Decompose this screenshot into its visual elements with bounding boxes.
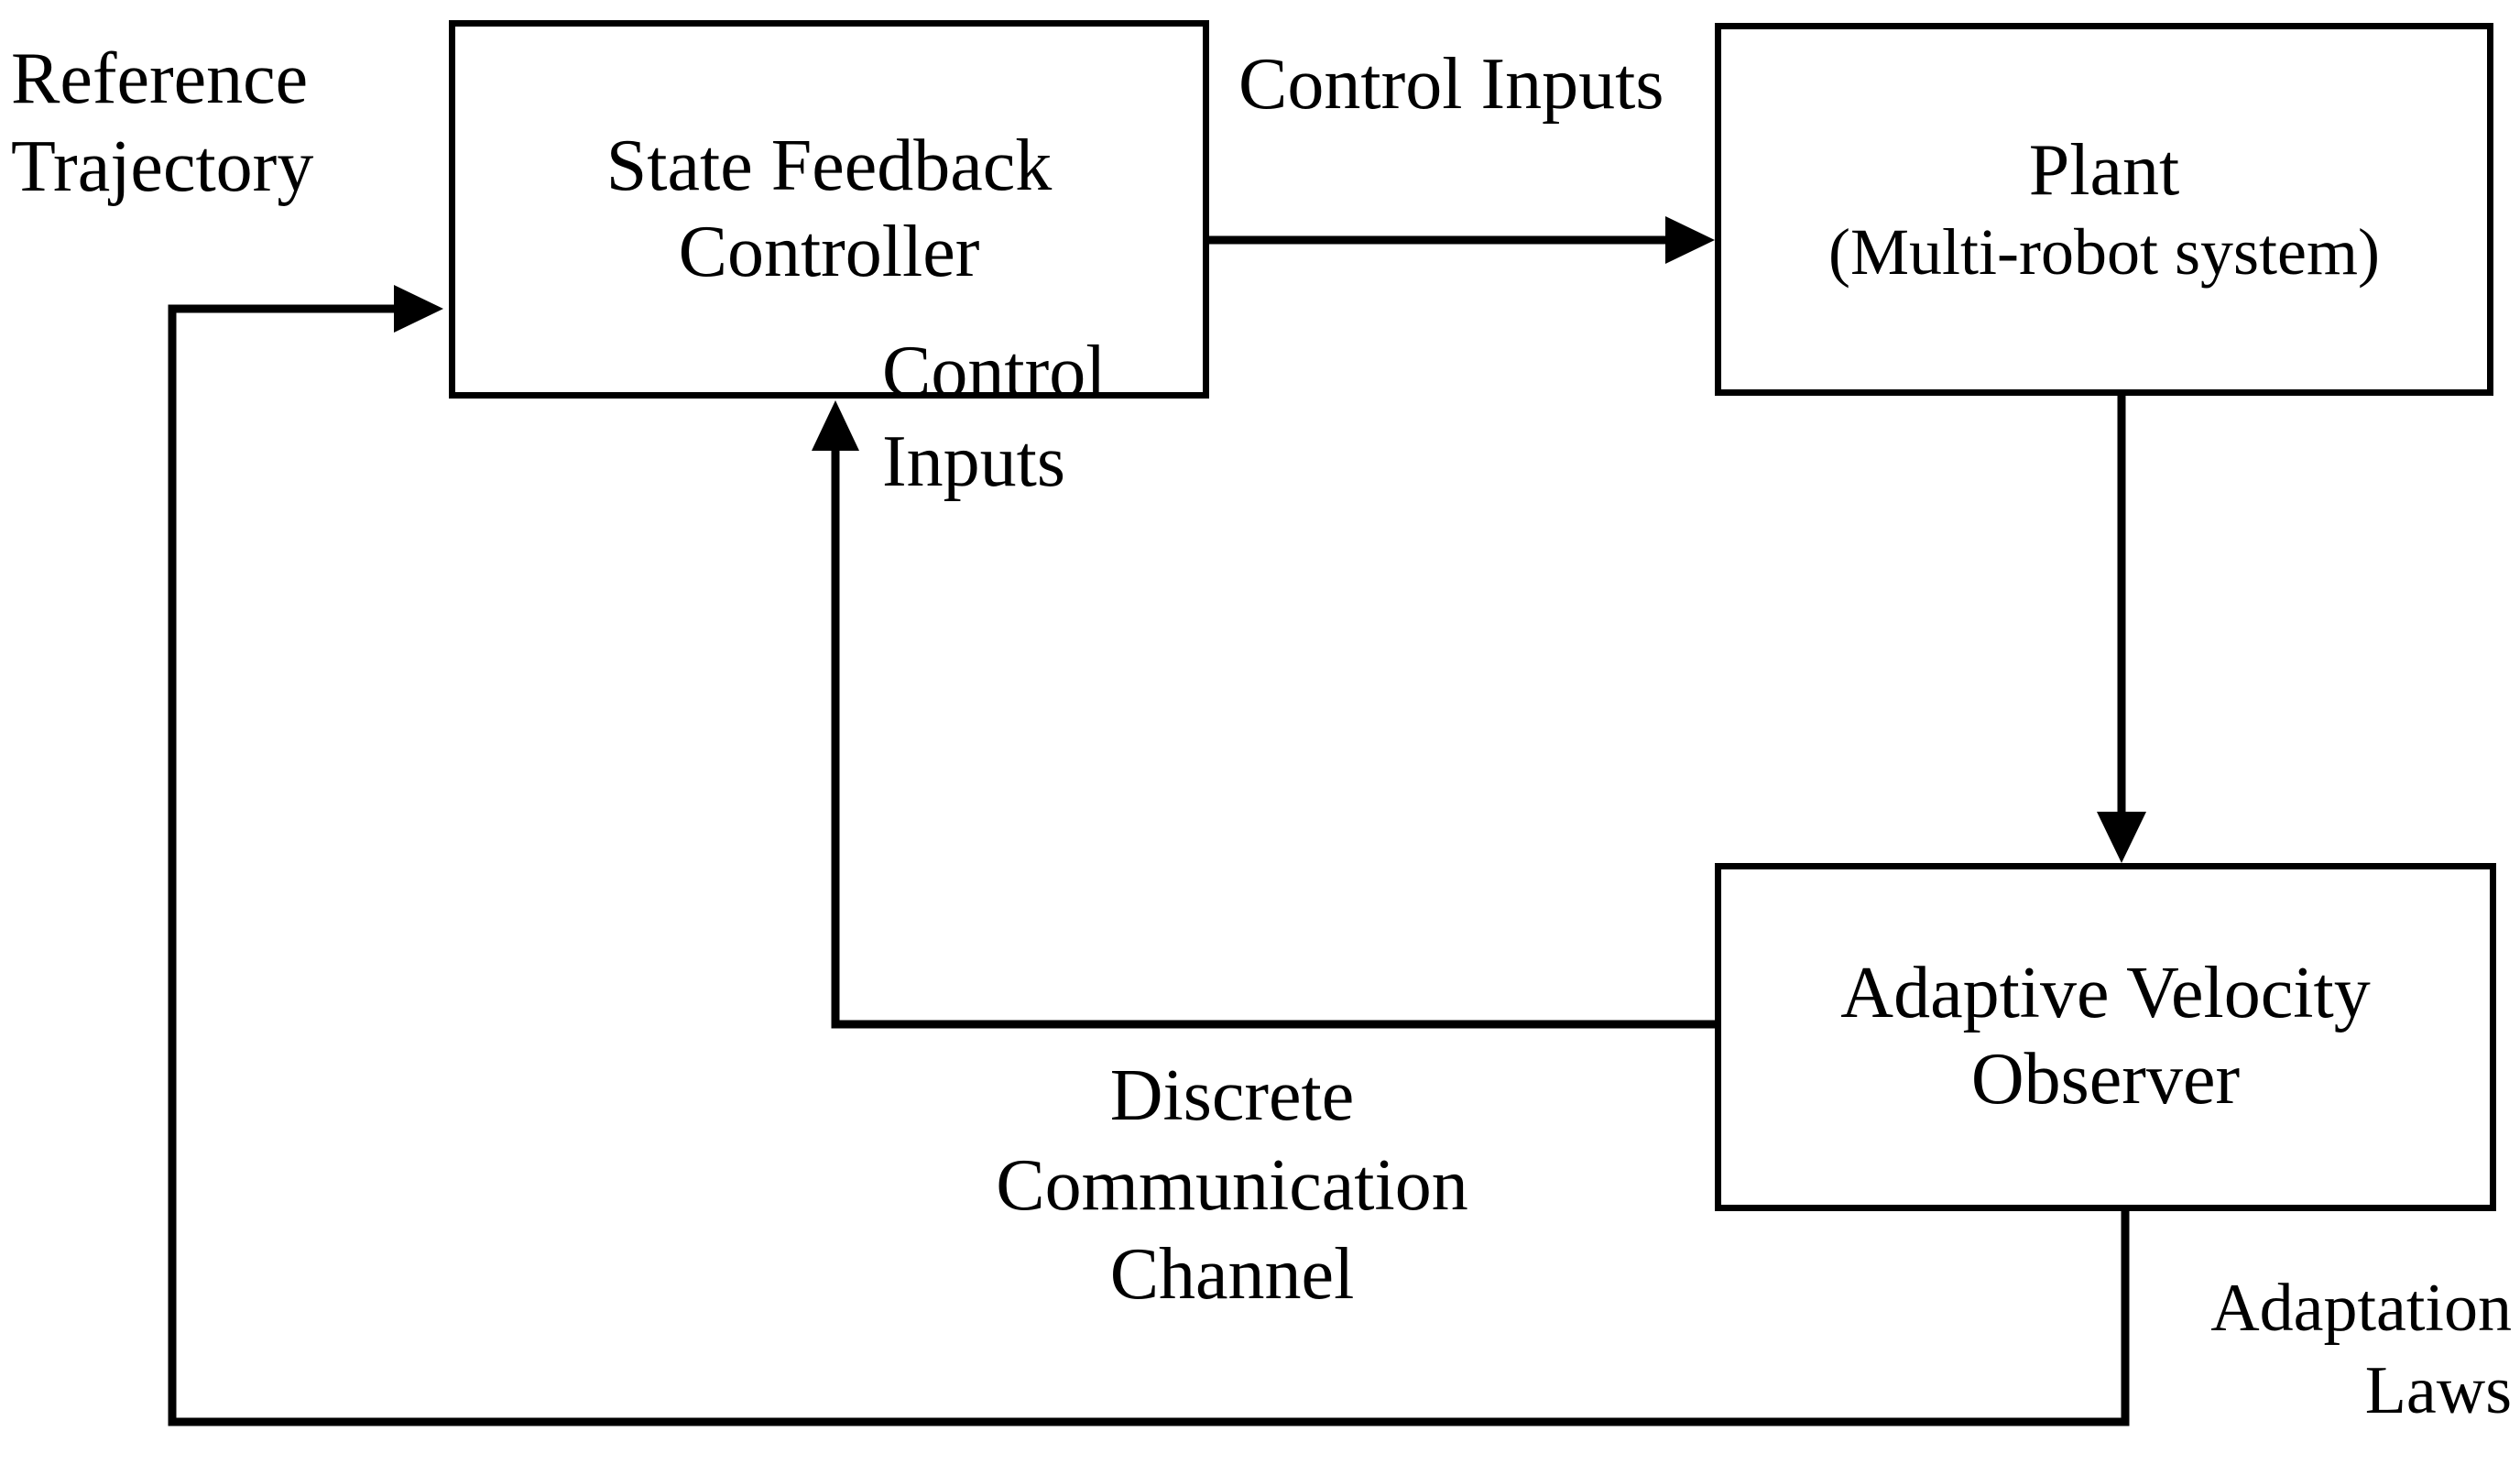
label-discrete-communication-channel: Discrete Communication Channel	[953, 1052, 1511, 1320]
label-reference-trajectory: Reference Trajectory	[11, 35, 313, 211]
label-adaptation-laws: Adaptation Laws	[2142, 1267, 2512, 1433]
block-adaptive-velocity-observer-line1: Adaptive Velocity	[1840, 953, 2371, 1034]
label-control-inputs-feedback: Control Inputs	[882, 328, 1106, 507]
block-state-feedback-controller-line1: State Feedback	[605, 125, 1053, 206]
connection-controller-to-plant	[1209, 216, 1715, 264]
block-plant[interactable]: Plant (Multi-robot system)	[1715, 23, 2493, 396]
label-reference-trajectory-line1: Reference	[11, 38, 309, 119]
label-control-inputs-to-plant-line1: Control Inputs	[1238, 44, 1664, 125]
observer-to-controller-arrowhead-icon	[812, 400, 859, 451]
controller-to-plant-arrowhead-icon	[1665, 216, 1715, 264]
block-plant-line1: Plant	[2028, 129, 2180, 211]
plant-to-observer-arrowhead-icon	[2097, 812, 2146, 863]
adaptation-laws-loop-arrowhead-icon	[394, 285, 443, 333]
label-discrete-communication-channel-line2: Communication	[996, 1144, 1468, 1226]
label-discrete-communication-channel-line3: Channel	[1109, 1234, 1355, 1316]
label-control-inputs-to-plant: Control Inputs	[1238, 40, 1664, 128]
label-adaptation-laws-line2: Laws	[2364, 1353, 2512, 1429]
block-state-feedback-controller[interactable]: State Feedback Controller	[449, 20, 1209, 399]
label-control-inputs-feedback-line1: Control	[882, 332, 1107, 412]
label-reference-trajectory-line2: Trajectory	[11, 126, 314, 207]
label-adaptation-laws-line1: Adaptation	[2210, 1271, 2512, 1346]
block-adaptive-velocity-observer-line2: Observer	[1970, 1039, 2241, 1120]
block-adaptive-velocity-observer[interactable]: Adaptive Velocity Observer	[1715, 863, 2496, 1211]
label-control-inputs-feedback-line2: Inputs	[882, 421, 1065, 502]
block-plant-line2: (Multi-robot system)	[1828, 215, 2380, 290]
connection-plant-to-observer	[2097, 396, 2146, 863]
block-state-feedback-controller-line2: Controller	[678, 211, 980, 292]
label-discrete-communication-channel-line1: Discrete	[1109, 1055, 1355, 1136]
